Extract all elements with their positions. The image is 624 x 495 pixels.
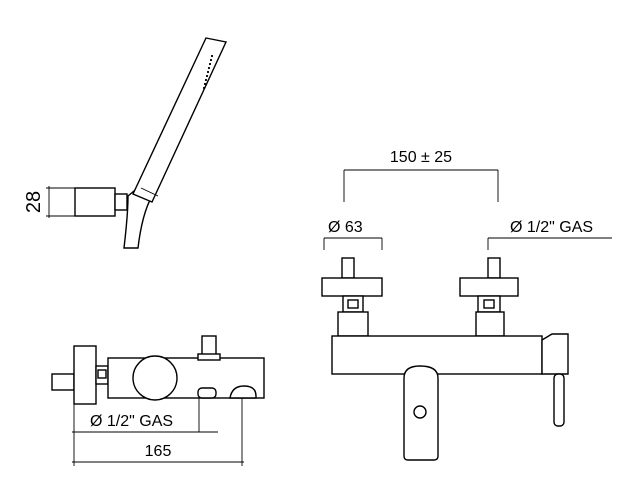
side-dimension-projection: 165 — [72, 398, 244, 466]
diverter-rod — [553, 373, 565, 427]
side-dimension-projection-label: 165 — [145, 443, 172, 460]
handshower-nozzles — [202, 54, 214, 90]
front-view: 150 ± 25 Ø 63 Ø 1/2" GAS — [321, 149, 612, 461]
dimension-escutcheon-diameter: Ø 63 — [323, 219, 383, 250]
handshower-holder — [74, 187, 116, 217]
dimension-centers: 150 ± 25 — [343, 149, 499, 202]
side-view: Ø 1/2" GAS 165 — [51, 335, 265, 466]
handshower-handle — [132, 37, 228, 203]
dimension-holder-height-label: 28 — [23, 191, 45, 213]
dimension-centers-label: 150 ± 25 — [390, 149, 452, 166]
side-dimension-inlet-thread: Ø 1/2" GAS — [72, 398, 218, 433]
side-dimension-inlet-thread-label: Ø 1/2" GAS — [90, 413, 173, 430]
dimension-escutcheon-diameter-label: Ø 63 — [328, 219, 363, 236]
dimension-inlet-thread-label: Ø 1/2" GAS — [510, 219, 593, 236]
dimension-inlet-thread: Ø 1/2" GAS — [487, 219, 612, 250]
mixer-body — [331, 335, 543, 375]
handshower-view: 28 — [23, 37, 228, 249]
dimension-holder-height: 28 — [23, 186, 75, 218]
side-view-lever — [132, 355, 178, 401]
handshower-holder-stem — [114, 193, 128, 211]
